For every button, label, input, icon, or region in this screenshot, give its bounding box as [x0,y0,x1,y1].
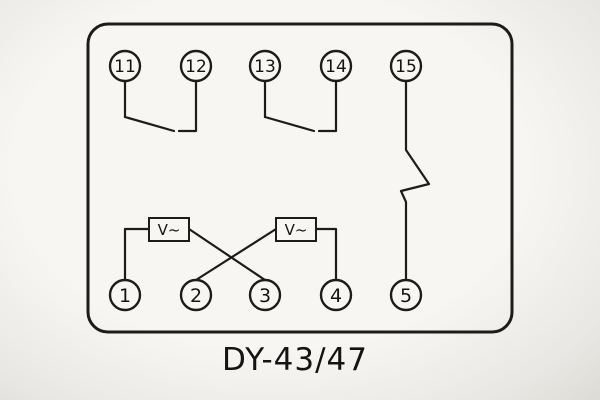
terminal-circle [248,49,282,83]
terminal-number: 12 [185,57,207,77]
diagram-title: DY-43/47 [222,342,368,378]
terminal-circle [108,49,142,83]
terminal-number: 2 [190,285,202,307]
terminal-circle [319,278,353,312]
terminal-top-11: 11 [108,49,142,83]
terminal-number: 3 [259,285,271,307]
terminal-bottom-5: 5 [389,278,423,312]
coil-left-label: V~ [158,221,181,239]
coil-left: V~ [148,217,190,242]
contact-blade-13-14 [263,115,316,133]
contact-13-14 [263,79,338,133]
terminal-number: 14 [325,57,347,77]
wire-4-to-coil-right [314,227,338,282]
terminal-circle [248,278,282,312]
terminal-circle [179,49,213,83]
terminal-number: 15 [395,57,417,77]
terminal-number: 11 [114,57,136,77]
terminal-number: 1 [119,285,131,307]
terminal-circle [389,278,423,312]
coil-right: V~ [275,217,317,242]
terminal-number: 13 [254,57,276,77]
terminal-top-14: 14 [319,49,353,83]
contact-15-5-link [399,79,431,282]
contact-11-12 [123,79,198,133]
coil-right-label: V~ [285,221,308,239]
terminal-number-circle [319,49,353,83]
terminal-number: 4 [330,285,342,307]
case-outline [86,22,514,334]
contact-lead-12 [177,79,198,133]
wire-1-to-coil-left [123,227,151,282]
contact-lead-14 [317,79,338,133]
coil-left-box [148,217,190,242]
coil-wiring [123,227,338,282]
terminal-number: 5 [400,285,412,307]
terminal-bottom-4: 4 [319,278,353,312]
contact-blade-11-12 [123,115,176,133]
terminal-bottom-1: 1 [108,278,142,312]
wire-2-to-coil-right [194,227,278,282]
terminal-top-12: 12 [179,49,213,83]
coil-right-box [275,217,317,242]
terminal-circle [179,278,213,312]
terminal-top-13: 13 [248,49,282,83]
terminal-bottom-3: 3 [248,278,282,312]
terminal-top-15: 15 [389,49,423,83]
terminal-bottom-2: 2 [179,278,213,312]
terminal-circle [108,278,142,312]
terminal-circle [389,49,423,83]
wire-coil-left-to-3 [187,227,267,282]
